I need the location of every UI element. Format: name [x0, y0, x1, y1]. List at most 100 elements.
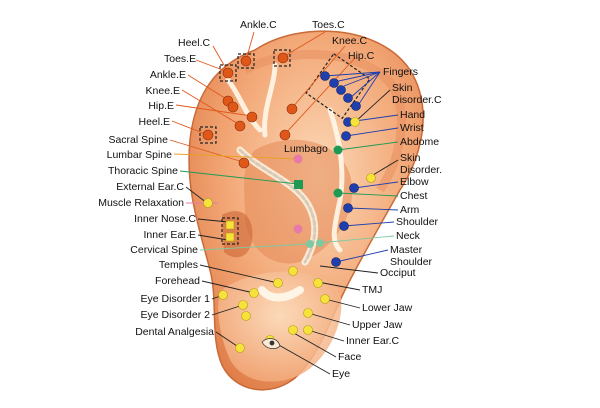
point-eye-disorder-2[interactable]	[238, 300, 248, 310]
label-muscle-relaxation: Muscle Relaxation	[98, 197, 184, 209]
label-toes-e: Toes.E	[164, 53, 196, 65]
point-upper-jaw[interactable]	[303, 308, 313, 318]
label-hand: Hand	[400, 109, 425, 121]
label-arm: Arm	[400, 204, 420, 216]
label-tmj: TMJ	[362, 284, 382, 296]
point-arm[interactable]	[343, 203, 353, 213]
label-lumbar-spine: Lumbar Spine	[107, 149, 173, 161]
label-abdome: Abdome	[400, 136, 439, 148]
top-labels: Ankle.C Toes.C Heel.C Knee.C Toes.E Hip.…	[164, 19, 375, 65]
point-finger-4[interactable]	[343, 93, 353, 103]
point-heel-c[interactable]	[240, 55, 252, 67]
point-heel-e[interactable]	[202, 129, 214, 141]
label-chest: Chest	[400, 190, 428, 202]
point-dental-analgesia[interactable]	[235, 343, 245, 353]
skeleton-overlay	[225, 62, 345, 302]
point-extra-1[interactable]	[241, 311, 251, 321]
label-toes-c: Toes.C	[312, 19, 345, 31]
point-inner-ear-e[interactable]	[225, 232, 235, 242]
orange-points	[202, 52, 298, 169]
pink-points	[293, 154, 303, 234]
point-skin-disorder[interactable]	[366, 173, 376, 183]
point-finger-5[interactable]	[351, 101, 361, 111]
label-forehead: Forehead	[155, 275, 200, 287]
yellow-points	[203, 117, 376, 353]
point-shoulder[interactable]	[339, 221, 349, 231]
point-master-shoulder[interactable]	[331, 257, 341, 267]
label-knee-c: Knee.C	[332, 35, 367, 47]
point-abdome[interactable]	[333, 145, 343, 155]
label-shoulder: Shoulder	[396, 216, 439, 228]
point-neck[interactable]	[316, 239, 324, 247]
point-skin-disorder-c[interactable]	[350, 117, 360, 127]
label-heel-c: Heel.C	[178, 37, 211, 49]
label-hip-e: Hip.E	[148, 100, 174, 112]
left-labels: Ankle.E Knee.E Hip.E Heel.E Sacral Spine…	[98, 69, 214, 338]
blue-points	[320, 71, 361, 267]
point-knee-e-1[interactable]	[227, 101, 239, 113]
point-chest[interactable]	[333, 188, 343, 198]
point-tmj[interactable]	[313, 278, 323, 288]
point-ankle-c[interactable]	[277, 52, 289, 64]
point-lower-jaw[interactable]	[320, 294, 330, 304]
label-inner-ear-e: Inner Ear.E	[143, 229, 196, 241]
point-finger-3[interactable]	[336, 85, 346, 95]
point-wrist[interactable]	[341, 131, 351, 141]
point-sacral-spine[interactable]	[238, 157, 250, 169]
point-muscle-relaxation[interactable]	[293, 224, 303, 234]
point-occiput[interactable]	[288, 266, 298, 276]
point-temples[interactable]	[273, 278, 283, 288]
connector-lines	[169, 31, 399, 375]
point-hip-e[interactable]	[246, 111, 258, 123]
dashed-boxes	[199, 49, 371, 245]
label-inner-ear-c: Inner Ear.C	[346, 335, 400, 347]
label-heel-e: Heel.E	[138, 116, 170, 128]
point-thoracic-spine[interactable]	[294, 180, 303, 189]
label-eye-disorder-1: Eye Disorder 1	[141, 293, 211, 305]
label-lumbago: Lumbago	[284, 143, 328, 155]
point-external-ear-c[interactable]	[203, 198, 213, 208]
point-inner-ear-c[interactable]	[288, 325, 298, 335]
label-hip-c: Hip.C	[348, 50, 375, 62]
point-hip-c[interactable]	[279, 129, 291, 141]
label-inner-nose-c: Inner Nose.C	[134, 213, 196, 225]
label-neck: Neck	[396, 230, 421, 242]
label-external-ear-c: External Ear.C	[116, 181, 184, 193]
point-forehead[interactable]	[249, 288, 259, 298]
point-eye-disorder-1[interactable]	[218, 290, 228, 300]
label-temples: Temples	[159, 259, 198, 271]
label-elbow: Elbow	[400, 176, 429, 188]
ear-lobe	[218, 271, 342, 382]
point-finger-1[interactable]	[320, 71, 330, 81]
label-thoracic-spine: Thoracic Spine	[108, 165, 178, 177]
label-knee-e: Knee.E	[146, 85, 180, 97]
label-wrist: Wrist	[400, 122, 424, 134]
point-elbow[interactable]	[349, 183, 359, 193]
label-lower-jaw: Lower Jaw	[362, 302, 413, 314]
point-face[interactable]	[303, 325, 313, 335]
point-toes-e[interactable]	[222, 67, 234, 79]
point-cervical-spine[interactable]	[306, 240, 314, 248]
label-cervical-spine: Cervical Spine	[130, 244, 198, 256]
point-finger-2[interactable]	[329, 78, 339, 88]
green-points	[294, 145, 343, 248]
label-sacral-spine: Sacral Spine	[108, 134, 168, 146]
label-ankle-e: Ankle.E	[150, 69, 186, 81]
label-dental-analgesia: Dental Analgesia	[135, 326, 214, 338]
point-inner-nose-c[interactable]	[225, 220, 235, 230]
label-occiput: Occiput	[380, 267, 416, 279]
label-eye-disorder-2: Eye Disorder 2	[141, 309, 211, 321]
label-fingers: Fingers	[383, 66, 418, 78]
point-knee-c[interactable]	[286, 103, 298, 115]
label-ankle-c: Ankle.C	[240, 19, 277, 31]
point-knee-e[interactable]	[234, 120, 246, 132]
label-upper-jaw: Upper Jaw	[352, 319, 403, 331]
label-face: Face	[338, 351, 362, 363]
point-lumbago[interactable]	[293, 154, 303, 164]
